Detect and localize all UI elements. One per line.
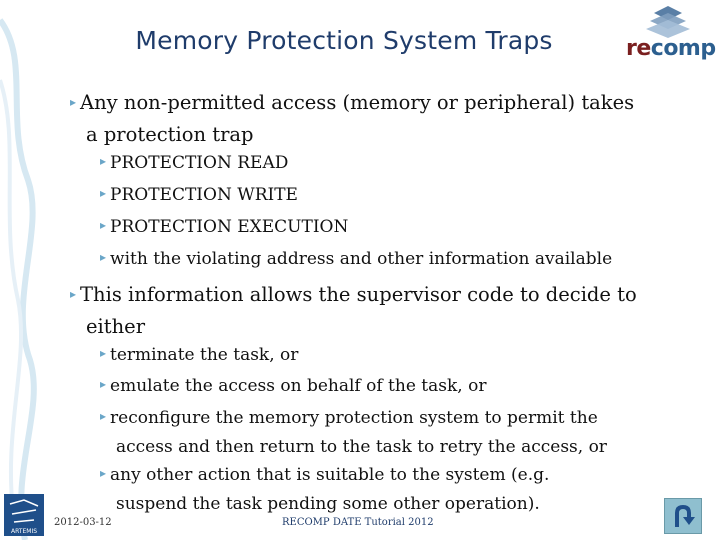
bullet-1-line-2: a protection trap [86, 123, 254, 146]
bullet-1-sub-4-text: with the violating address and other inf… [110, 249, 613, 269]
return-arrow-icon [675, 504, 695, 527]
bullet-icon: ▸ [100, 409, 107, 423]
footer-date: 2012-03-12 [54, 517, 112, 528]
recomp-logo: recomp [620, 4, 716, 62]
bullet-2-sub-2-text: emulate the access on behalf of the task… [110, 376, 487, 396]
bullet-icon: ▸ [70, 287, 77, 301]
bullet-2-line-2: either [86, 315, 146, 338]
bullet-2-sub-4-line-1: any other action that is suitable to the… [110, 465, 550, 485]
artemis-logo: ARTEMIS [4, 494, 44, 536]
bullet-1-sub-1-text: PROTECTION READ [110, 153, 289, 173]
logo-stack-icon [646, 6, 690, 38]
bullet-2-sub-4-line-2: suspend the task pending some other oper… [116, 494, 540, 514]
bullet-2-sub-3-line-2: access and then return to the task to re… [116, 437, 607, 457]
bullet-2-sub-3-line-1: reconfigure the memory protection system… [110, 408, 598, 428]
logo-re-text: re [626, 36, 651, 61]
bullet-2-line-1: This information allows the supervisor c… [80, 283, 637, 306]
bullet-icon: ▸ [100, 186, 107, 200]
artemis-label: ARTEMIS [11, 528, 37, 535]
bullet-icon: ▸ [100, 466, 107, 480]
bullet-icon: ▸ [100, 377, 107, 391]
bullet-1-line-1: Any non-permitted access (memory or peri… [80, 91, 635, 114]
bullet-1: ▸Any non-permitted access (memory or per… [70, 88, 690, 149]
bullet-2-sub-3: ▸reconfigure the memory protection syste… [100, 404, 680, 461]
logo-comp-text: comp [650, 36, 716, 61]
bullet-1-sub-4: ▸with the violating address and other in… [100, 245, 680, 274]
bullet-1-sub-3-text: PROTECTION EXECUTION [110, 217, 349, 237]
bullet-2-sub-4: ▸any other action that is suitable to th… [100, 461, 680, 518]
slide-title: Memory Protection System Traps [135, 26, 553, 55]
footer-title: RECOMP DATE Tutorial 2012 [282, 517, 434, 528]
bullet-icon: ▸ [100, 346, 107, 360]
bullet-1-sub-1: ▸PROTECTION READ [100, 149, 680, 178]
left-decoration [0, 18, 37, 540]
bullet-1-sub-2: ▸PROTECTION WRITE [100, 181, 680, 210]
bullet-icon: ▸ [100, 250, 107, 264]
bullet-1-sub-3: ▸PROTECTION EXECUTION [100, 213, 680, 242]
bullet-2-sub-2: ▸emulate the access on behalf of the tas… [100, 372, 680, 401]
bullet-icon: ▸ [100, 154, 107, 168]
return-button[interactable] [664, 498, 702, 534]
bullet-2: ▸This information allows the supervisor … [70, 280, 690, 341]
bullet-1-sub-2-text: PROTECTION WRITE [110, 185, 298, 205]
bullet-2-sub-1: ▸terminate the task, or [100, 341, 680, 370]
bullet-2-sub-1-text: terminate the task, or [110, 345, 299, 365]
bullet-icon: ▸ [100, 218, 107, 232]
bullet-icon: ▸ [70, 95, 77, 109]
